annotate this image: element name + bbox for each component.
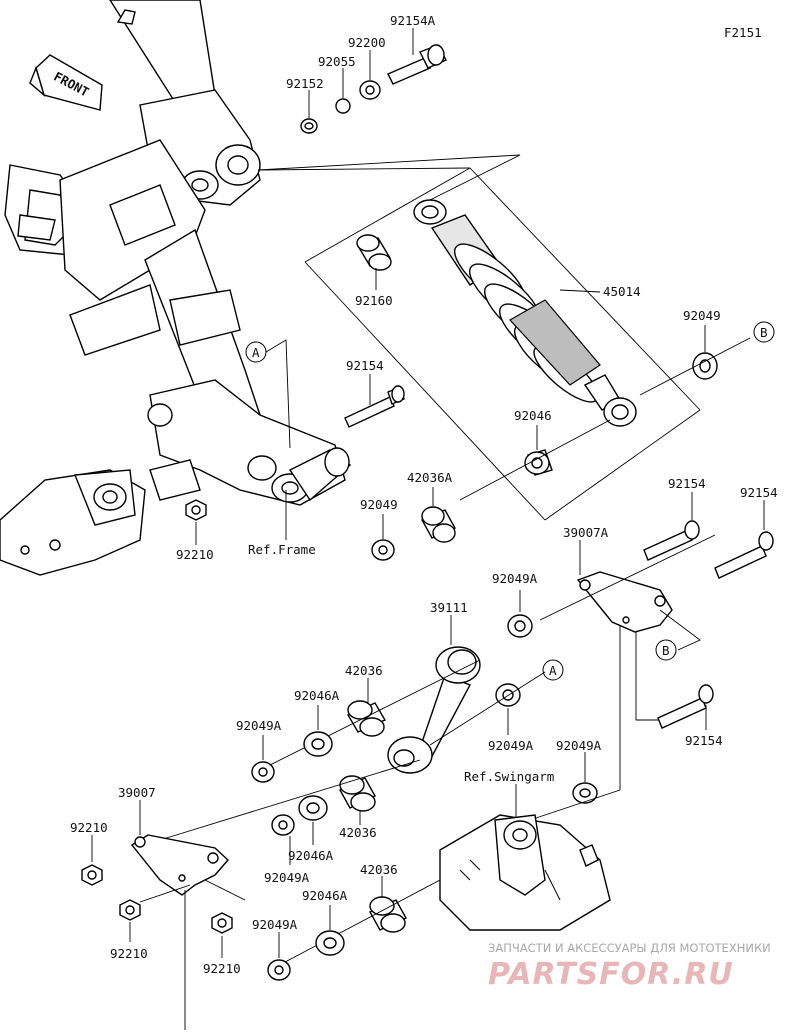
washer-92200 xyxy=(359,80,381,100)
label-39007: 39007 xyxy=(118,785,156,800)
label-92210-l3: 92210 xyxy=(203,961,241,976)
collar-42036-3 xyxy=(369,896,407,933)
bolt-92154-r3 xyxy=(657,684,714,729)
tie-rod-plate-39007 xyxy=(130,834,229,896)
shock-absorber-45014 xyxy=(413,199,637,427)
nut-92210-l3 xyxy=(211,912,233,934)
label-92049-mid: 92049 xyxy=(360,497,398,512)
frame-illustration xyxy=(0,0,352,576)
nut-92210-l1 xyxy=(81,864,103,886)
nut-92210-top xyxy=(185,499,207,521)
collar-92160 xyxy=(356,234,392,271)
seal-92049A-1 xyxy=(507,614,533,638)
seal-92049A-6 xyxy=(267,959,291,981)
bearing-92046A-2 xyxy=(298,795,328,821)
ref-swingarm-label: Ref.Swingarm xyxy=(464,769,554,784)
diagram-code: F2151 xyxy=(724,25,762,40)
label-92049-top: 92049 xyxy=(683,308,721,323)
label-92046A-1: 92046A xyxy=(294,688,340,703)
washer-92049-top xyxy=(692,352,718,380)
front-direction-arrow: FRONT xyxy=(29,54,103,111)
label-92049A-3: 92049A xyxy=(236,718,282,733)
label-42036-2: 42036 xyxy=(339,825,377,840)
label-92160: 92160 xyxy=(355,293,393,308)
link-rod-39111 xyxy=(387,646,481,774)
callout-B-top xyxy=(753,321,775,343)
shock-group-outline xyxy=(304,167,701,521)
label-39111: 39111 xyxy=(430,600,468,615)
label-39007A: 39007A xyxy=(563,525,609,540)
nut-92152 xyxy=(300,118,318,134)
tie-rod-plate-39007A xyxy=(576,571,673,633)
label-92046A-3: 92046A xyxy=(302,888,348,903)
callout-B-top-text: B xyxy=(760,325,768,340)
bearing-92046A-1 xyxy=(303,731,333,757)
label-92210-top: 92210 xyxy=(176,547,214,562)
callout-B-plate-text: B xyxy=(662,643,670,658)
bolt-92154-r2 xyxy=(714,531,774,579)
nut-92210-l2 xyxy=(119,899,141,921)
label-42036A: 42036A xyxy=(407,470,453,485)
label-92210-l1: 92210 xyxy=(70,820,108,835)
collar-42036-2 xyxy=(339,775,376,812)
seal-92049A-5 xyxy=(271,814,295,836)
label-92154-r1: 92154 xyxy=(668,476,706,491)
callout-A-frame-text: A xyxy=(252,345,260,360)
bolt-92154A xyxy=(387,44,447,85)
label-92200: 92200 xyxy=(348,35,386,50)
label-42036-1: 42036 xyxy=(345,663,383,678)
washer-92049-mid xyxy=(371,539,395,561)
collar-42036A xyxy=(421,506,456,543)
callout-A-rod xyxy=(542,659,564,681)
label-92154-r3: 92154 xyxy=(685,733,723,748)
label-92154-r2: 92154 xyxy=(740,485,778,500)
label-92046: 92046 xyxy=(514,408,552,423)
label-45014: 45014 xyxy=(603,284,641,299)
collar-42036-1 xyxy=(346,700,387,737)
label-92154-left: 92154 xyxy=(346,358,384,373)
callout-B-plate xyxy=(655,639,677,661)
ring-92055 xyxy=(335,98,351,114)
callout-A-rod-text: A xyxy=(549,663,557,678)
watermark-brand: PARTSFOR.RU xyxy=(488,957,734,992)
label-42036-3: 42036 xyxy=(360,862,398,877)
label-92210-l2: 92210 xyxy=(110,946,148,961)
bolt-92154-r1 xyxy=(643,520,700,561)
bearing-92046 xyxy=(524,449,553,476)
swingarm-illustration xyxy=(439,814,611,931)
bearing-92046A-3 xyxy=(315,930,345,956)
label-92046A-2: 92046A xyxy=(288,848,334,863)
label-92152: 92152 xyxy=(286,76,324,91)
label-92049A-5: 92049A xyxy=(264,870,310,885)
label-92154A: 92154A xyxy=(390,13,436,28)
bolt-92154-left xyxy=(344,385,405,428)
watermark-tagline: ЗАПЧАСТИ И АКСЕССУАРЫ ДЛЯ МОТОТЕХНИКИ xyxy=(488,941,771,955)
seal-92049A-4 xyxy=(572,782,598,804)
ref-frame-label: Ref.Frame xyxy=(248,542,316,557)
seal-92049A-3 xyxy=(251,761,275,783)
label-92049A-1: 92049A xyxy=(492,571,538,586)
label-92049A-2: 92049A xyxy=(488,738,534,753)
label-92055: 92055 xyxy=(318,54,356,69)
label-92049A-4: 92049A xyxy=(556,738,602,753)
label-92049A-6: 92049A xyxy=(252,917,298,932)
